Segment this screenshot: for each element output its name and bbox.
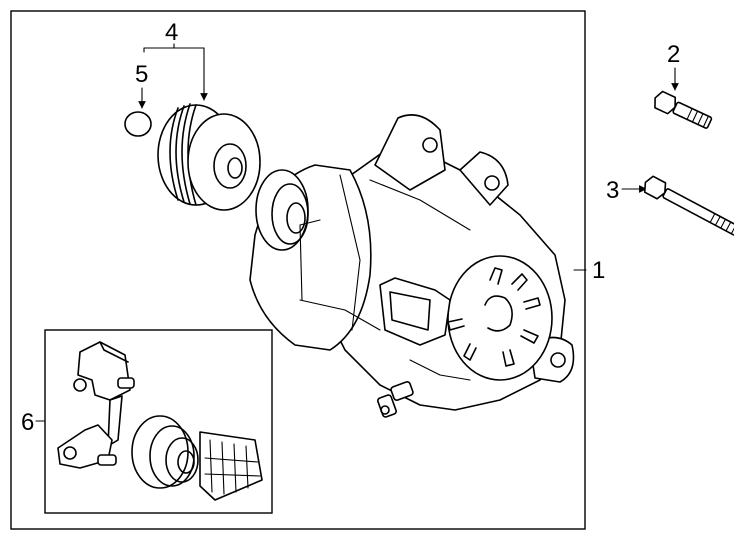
callout-2: 2 [667, 41, 680, 68]
pulley-part [157, 103, 261, 211]
terminal-stud [377, 381, 414, 418]
callout-1: 1 [592, 257, 605, 284]
callout-6: 6 [21, 409, 34, 436]
bolt-short-part [654, 90, 713, 129]
o-ring-part [124, 111, 152, 137]
alternator-part [249, 114, 575, 418]
callout-4: 4 [165, 19, 178, 46]
leader-4 [143, 43, 208, 101]
callout-5: 5 [135, 61, 148, 88]
callout-3: 3 [606, 177, 619, 204]
regulator-assembly-part [57, 341, 263, 501]
rear-cover-slots [447, 267, 541, 367]
bolt-long-part [643, 175, 734, 236]
